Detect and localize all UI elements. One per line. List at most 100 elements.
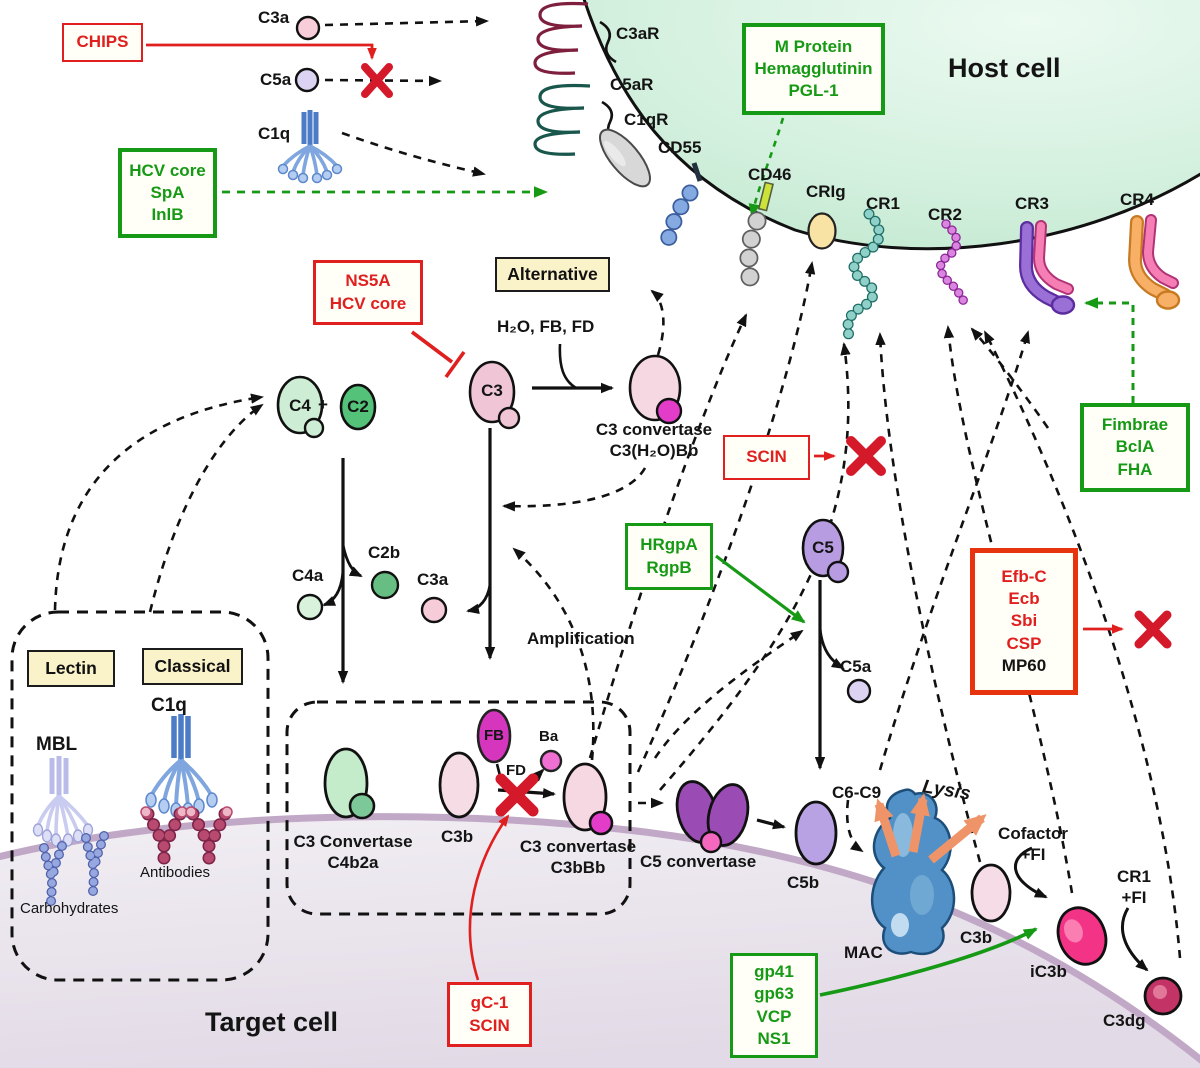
- gp41-box: gp41 gp63 VCP NS1: [730, 953, 818, 1058]
- c3ar-label: C3aR: [616, 24, 660, 43]
- c3-convertase-alt-molecule: [628, 354, 683, 425]
- c3-molecule: [468, 360, 521, 430]
- vcp-label: VCP: [756, 1006, 792, 1026]
- fb-label: FB: [484, 727, 504, 744]
- efb-box: Efb-C Ecb Sbi CSP MP60: [970, 548, 1078, 695]
- c1qr-label: C1qR: [624, 110, 669, 129]
- c3-label: C3: [481, 381, 503, 400]
- cd46-label: CD46: [748, 165, 792, 184]
- h2o-fb-fd-label: H₂O, FB, FD: [497, 317, 595, 336]
- fimbrae-box: Fimbrae BclA FHA: [1080, 403, 1190, 492]
- c3a-frag-molecule: [420, 596, 448, 624]
- c3-convertase-ap-line2: C3bBb: [550, 858, 606, 878]
- chips-box: CHIPS: [62, 23, 143, 62]
- c4-label: C4: [289, 396, 311, 415]
- carbohydrates-label: Carbohydrates: [20, 900, 119, 917]
- spa-label: SpA: [150, 182, 185, 202]
- c4a-molecule: [296, 593, 324, 621]
- c5a-frag-molecule: [846, 678, 872, 704]
- ns1-label: NS1: [757, 1028, 791, 1048]
- x-fd: [495, 773, 539, 817]
- fb-molecule: [476, 708, 512, 764]
- ns5a-box: NS5A HCV core: [313, 260, 423, 325]
- c5-convertase-molecule: [675, 780, 750, 854]
- host-cell-label: Host cell: [948, 53, 1061, 83]
- c6-c9-label: C6-C9: [832, 783, 882, 802]
- lectin-classical-group-outline: [10, 610, 270, 982]
- lectin-pathway-tag: Lectin: [27, 650, 115, 687]
- fha-label: FHA: [1117, 459, 1153, 479]
- cr4-label: CR4: [1120, 190, 1155, 209]
- alternative-pathway-tag: Alternative: [495, 257, 610, 292]
- bcla-label: BclA: [1115, 437, 1155, 457]
- red-inhibition-lines: [146, 43, 1124, 981]
- c5b-molecule: [794, 800, 838, 866]
- ecb-label: Ecb: [1008, 589, 1040, 609]
- c2-molecule: [339, 383, 377, 431]
- c3-convertase-classical-label: C3 Convertase C4b2a: [283, 831, 423, 874]
- plus-label: +: [318, 395, 328, 414]
- lectin-tag-label: Lectin: [45, 658, 97, 678]
- m-protein-label: M Protein: [774, 36, 853, 56]
- cr2-label: CR2: [928, 205, 963, 224]
- chips-label: CHIPS: [76, 32, 129, 52]
- c3-convertase-alt-surface-molecule: [562, 762, 614, 836]
- cr4-receptor: [1128, 214, 1181, 310]
- ns5a-hcv-core-label: HCV core: [329, 293, 407, 313]
- gc1-scin-box: gC-1 SCIN: [447, 982, 532, 1047]
- cofactor-line2: +FI: [1020, 845, 1046, 865]
- carbohydrate-structures: [39, 831, 109, 907]
- c3-convertase-alt-line1: C3 convertase: [595, 420, 713, 439]
- cofactor-label: Cofactor +FI: [988, 823, 1078, 866]
- classical-pathway-tag: Classical: [142, 648, 243, 685]
- sbi-label: Sbi: [1010, 611, 1038, 631]
- c3-convertase-ap-line1: C3 convertase: [519, 837, 637, 856]
- c2-label: C2: [347, 397, 369, 416]
- x-scin: [846, 436, 886, 476]
- ic3b-molecule: [1056, 906, 1108, 966]
- hcv-core-label: HCV core: [129, 160, 206, 180]
- c5a-label: C5a: [260, 70, 292, 89]
- cr3-label: CR3: [1015, 194, 1050, 213]
- c1q-molecule: [277, 110, 343, 184]
- cd46-receptor: [739, 181, 774, 287]
- target-cell-label: Target cell: [205, 1007, 339, 1037]
- mac-structure: [870, 788, 956, 955]
- hrgpa-label: HRgpA: [640, 535, 698, 555]
- c3-convertase-alt-label: C3 convertase C3(H₂O)Bb: [588, 419, 720, 462]
- green-evasion-arrows: [222, 117, 1135, 997]
- inlb-label: InlB: [151, 205, 184, 225]
- c5b-label: C5b: [787, 873, 820, 892]
- c3b-right-label: C3b: [960, 928, 993, 947]
- ic3b-label: iC3b: [1030, 962, 1067, 981]
- efb-c-label: Efb-C: [1001, 567, 1047, 587]
- c3a-frag-label: C3a: [417, 570, 449, 589]
- mac-label: MAC: [844, 943, 883, 962]
- inhibition-x-marks: [361, 63, 1172, 817]
- pgl1-label: PGL-1: [788, 81, 839, 101]
- c3a-molecule: [295, 15, 321, 41]
- cr1-fi-label: CR1 +FI: [1107, 866, 1161, 909]
- amplification-label: Amplification: [527, 629, 635, 648]
- cr1-label: CR1: [866, 194, 901, 213]
- c3a-label: C3a: [258, 8, 290, 27]
- c3dg-label: C3dg: [1103, 1011, 1146, 1030]
- c3b-molecule: [438, 751, 480, 819]
- gp63-label: gp63: [754, 984, 794, 1004]
- c4-molecule: [276, 375, 325, 439]
- c2b-label: C2b: [368, 543, 401, 562]
- cd55-receptor: [657, 162, 703, 259]
- ns5a-label: NS5A: [345, 271, 391, 291]
- alternative-tag-label: Alternative: [507, 264, 598, 284]
- cofactor-line1: Cofactor: [998, 824, 1068, 843]
- c3-convertase-classical-line1: C3 Convertase: [293, 832, 413, 851]
- x-efb: [1134, 610, 1172, 649]
- rgpb-label: RgpB: [646, 557, 692, 577]
- c2b-molecule: [370, 570, 400, 600]
- gc1-scin-label: SCIN: [469, 1015, 510, 1035]
- hrgpa-rgpb-box: HRgpA RgpB: [625, 523, 713, 590]
- c5ar-label: C5aR: [610, 75, 654, 94]
- hemagglutinin-label: Hemagglutinin: [754, 58, 873, 78]
